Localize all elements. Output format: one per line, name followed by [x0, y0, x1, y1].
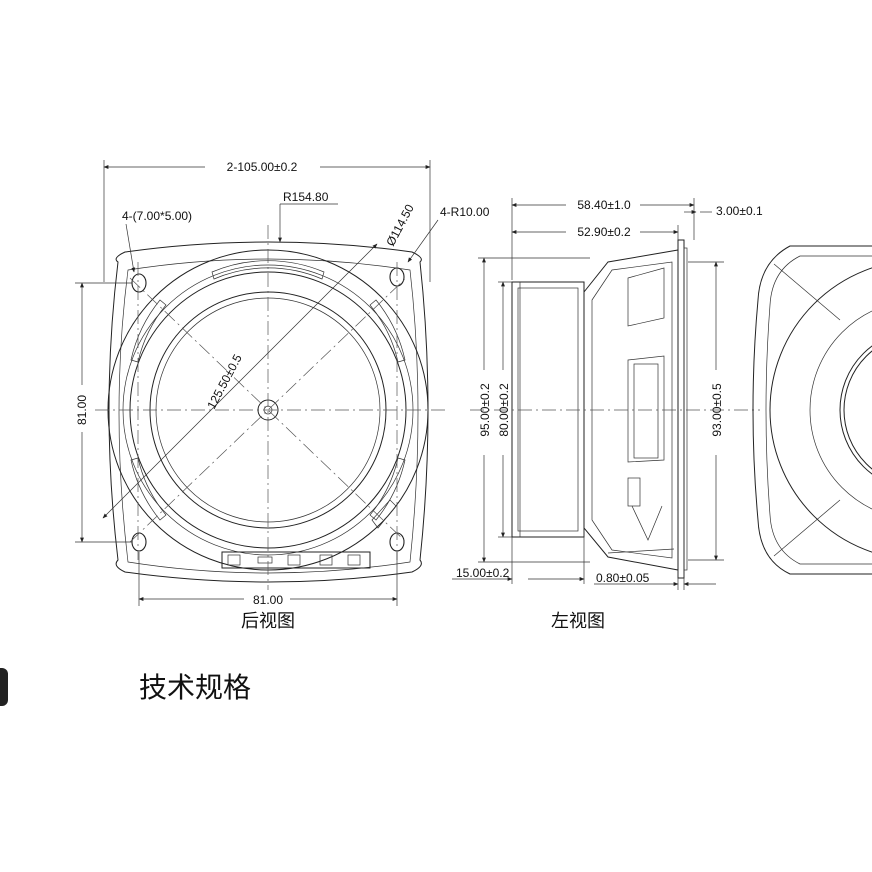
dim-plate-thickness: 0.80±0.05 — [596, 571, 650, 585]
basket-slot-lleft — [130, 457, 167, 521]
dim-magnet-depth: 15.00±0.2 — [456, 566, 510, 580]
dim-depth-total: 58.40±1.0 — [577, 198, 631, 212]
dim-corner-radius: 4-R10.00 — [440, 205, 490, 219]
rear-view-caption: 后视图 — [241, 611, 295, 632]
dim-width-total: 2-105.00±0.2 — [227, 160, 298, 174]
dim-radius-flange: R154.80 — [283, 190, 329, 204]
dim-height-total: 95.00±0.2 — [478, 383, 492, 437]
dim-hole-spec: 4-(7.00*5.00) — [122, 209, 192, 223]
dim-depth-body: 52.90±0.2 — [577, 225, 631, 239]
dim-flange-thickness: 3.00±0.1 — [716, 204, 763, 218]
flange-plate — [677, 239, 685, 579]
basket-slot-lright — [369, 457, 406, 521]
left-view-caption: 左视图 — [551, 611, 605, 632]
mount-hole-bl — [131, 532, 147, 552]
rear-view: 2-105.00±0.2 4-(7.00*5.00) R154.80 Ø114.… — [75, 160, 490, 632]
dim-cone-diameter: 125.50±0.5 — [204, 352, 245, 412]
front-view-partial — [752, 245, 872, 575]
magnet-body — [511, 281, 585, 538]
basket-slot-left — [130, 299, 167, 363]
basket-slot-right — [369, 299, 406, 363]
section-title: 技术规格 — [139, 671, 252, 704]
mount-hole-tl — [131, 273, 147, 293]
dim-height-magnet: 80.00±0.2 — [497, 383, 511, 437]
rear-flange-inner — [118, 258, 419, 574]
left-view: 58.40±1.0 52.90±0.2 3.00±0.1 95.00±0.2 8… — [452, 198, 763, 632]
dim-diameter-ring: Ø114.50 — [383, 202, 417, 249]
rear-flange-outline — [108, 241, 429, 583]
dim-hole-pitch-horizontal: 81.00 — [253, 593, 283, 607]
dim-hole-pitch-vertical: 81.00 — [75, 395, 89, 425]
side-nav-tab[interactable] — [0, 668, 8, 706]
dim-height-frame: 93.00±0.5 — [710, 383, 724, 437]
terminal-block — [221, 551, 371, 569]
